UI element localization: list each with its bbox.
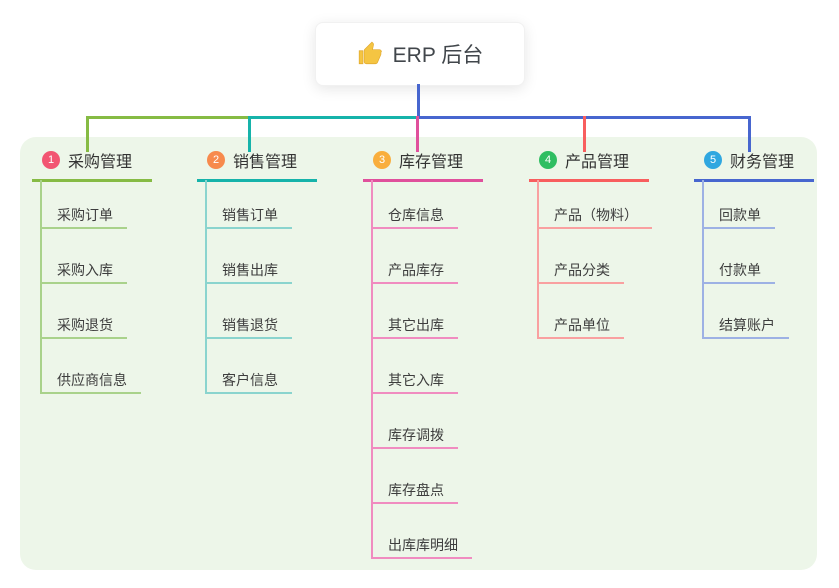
branch-children-finance: 回款单 付款单 结算账户 [702,203,789,368]
child-node[interactable]: 供应商信息 [40,368,141,394]
child-node[interactable]: 库存盘点 [371,478,458,504]
child-node[interactable]: 产品单位 [537,313,624,339]
branch-node-purchase[interactable]: 1 采购管理 [32,148,153,182]
branch-node-inventory[interactable]: 3 库存管理 [363,148,484,182]
child-node[interactable]: 产品（物料） [537,203,652,229]
branch-badge-2: 2 [207,151,225,169]
thumbs-up-icon [358,41,382,65]
branch-node-product[interactable]: 4 产品管理 [529,148,650,182]
child-node[interactable]: 出库库明细 [371,533,472,559]
root-node[interactable]: ERP 后台 [315,22,525,86]
child-node[interactable]: 回款单 [702,203,775,229]
connector-drop-finance [748,116,751,152]
connector-drop-inventory [416,116,419,152]
branch-label: 采购管理 [68,154,133,171]
child-node[interactable]: 结算账户 [702,313,789,339]
child-node[interactable]: 采购订单 [40,203,127,229]
branch-badge-1: 1 [42,151,60,169]
branch-badge-3: 3 [373,151,391,169]
branch-label: 产品管理 [565,154,630,171]
branch-trunk-finance [702,180,704,339]
child-node[interactable]: 采购入库 [40,258,127,284]
child-node[interactable]: 库存调拨 [371,423,458,449]
branch-trunk-sales [205,180,207,394]
child-node[interactable]: 客户信息 [205,368,292,394]
child-node[interactable]: 付款单 [702,258,775,284]
connector-drop-product [583,116,586,152]
branch-label: 库存管理 [399,154,464,171]
connector-drop-purchase [86,116,89,152]
connector-horizontal-green [86,116,251,119]
connector-root-vertical [417,84,420,119]
branch-node-finance[interactable]: 5 财务管理 [694,148,815,182]
branch-children-product: 产品（物料） 产品分类 产品单位 [537,203,652,368]
root-label: ERP 后台 [392,44,484,67]
branch-trunk-product [537,180,539,339]
child-node[interactable]: 产品分类 [537,258,624,284]
child-node[interactable]: 销售退货 [205,313,292,339]
branches-panel [20,137,817,570]
child-node[interactable]: 其它入库 [371,368,458,394]
branch-trunk-purchase [40,180,42,394]
branch-node-sales[interactable]: 2 销售管理 [197,148,318,182]
child-node[interactable]: 仓库信息 [371,203,458,229]
branch-children-sales: 销售订单 销售出库 销售退货 客户信息 [205,203,292,423]
branch-badge-4: 4 [539,151,557,169]
connector-drop-sales [248,116,251,152]
branch-children-purchase: 采购订单 采购入库 采购退货 供应商信息 [40,203,141,423]
branch-trunk-inventory [371,180,373,559]
child-node[interactable]: 其它出库 [371,313,458,339]
child-node[interactable]: 产品库存 [371,258,458,284]
connector-horizontal-teal [251,116,418,119]
child-node[interactable]: 销售出库 [205,258,292,284]
branch-badge-5: 5 [704,151,722,169]
branch-label: 销售管理 [233,154,298,171]
child-node[interactable]: 销售订单 [205,203,292,229]
branch-label: 财务管理 [730,154,795,171]
branch-children-inventory: 仓库信息 产品库存 其它出库 其它入库 库存调拨 库存盘点 出库库明细 [371,203,472,588]
child-node[interactable]: 采购退货 [40,313,127,339]
